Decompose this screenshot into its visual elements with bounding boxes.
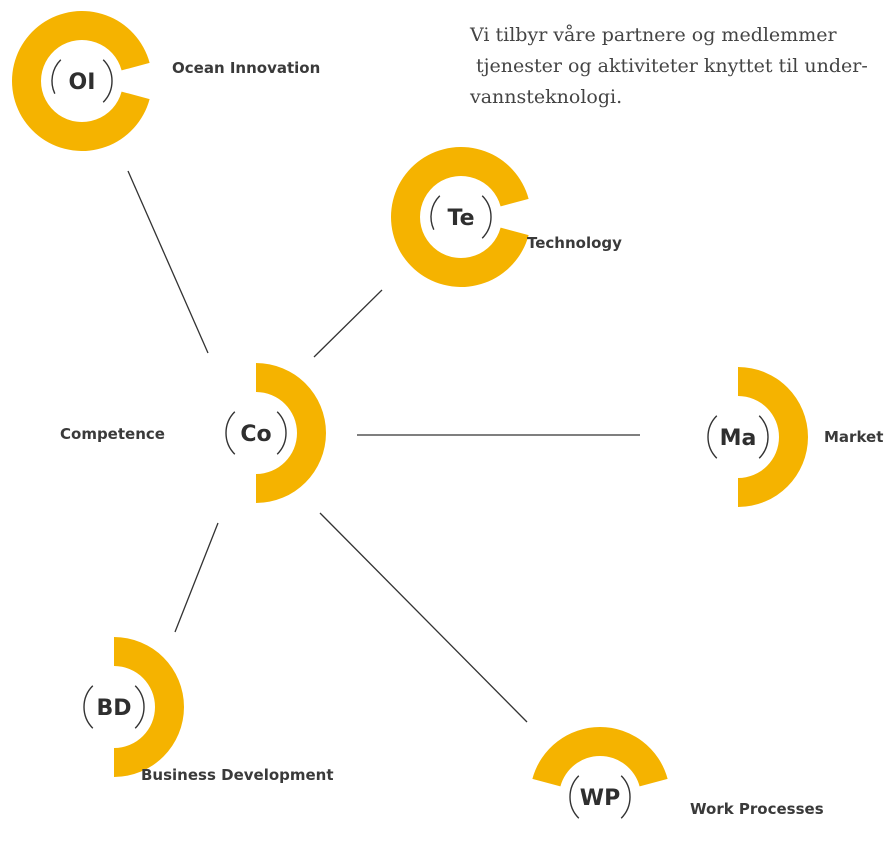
ring-arc-competence [256, 363, 326, 503]
node-market: Ma [707, 367, 808, 507]
label-ocean-innovation: Ocean Innovation [172, 59, 321, 77]
abbr-work-processes: WP [580, 786, 620, 811]
ring-arc-market [738, 367, 808, 507]
ring-arc-ocean-innovation [12, 11, 150, 152]
abbr-business-development: BD [96, 696, 131, 721]
inner-arc-market-0 [707, 415, 718, 459]
edge-competence-to-business-development [174, 522, 219, 633]
node-competence: Co [225, 363, 326, 503]
inner-arc-ocean-innovation-1 [102, 59, 113, 103]
abbr-market: Ma [720, 426, 757, 451]
inner-arc-technology-0 [430, 195, 441, 230]
intro-line-1: Vi tilbyr våre partnere og medlemmer [470, 24, 837, 46]
abbr-technology: Te [447, 206, 474, 231]
connector-lines [127, 170, 640, 723]
label-technology: Technology [527, 234, 622, 252]
intro-line-2: tjenester og aktiviteter knyttet til und… [476, 55, 868, 77]
label-market: Market [824, 428, 884, 446]
inner-arc-work-processes-0 [569, 775, 580, 819]
inner-arc-competence-0 [225, 411, 236, 455]
inner-arc-competence-1 [276, 411, 287, 455]
node-ocean-innovation: OI [12, 11, 150, 152]
inner-arc-market-1 [758, 415, 769, 459]
edge-competence-to-work-processes [319, 512, 528, 723]
ring-arc-work-processes [532, 727, 668, 787]
ring-arc-business-development [114, 637, 184, 777]
inner-arc-business-development-0 [83, 685, 94, 729]
intro-line-3: vannsteknologi. [470, 86, 623, 108]
label-business-development: Business Development [141, 766, 334, 784]
inner-arc-work-processes-1 [620, 775, 631, 819]
edge-competence-to-ocean-innovation [127, 170, 209, 354]
abbr-competence: Co [240, 422, 271, 447]
ring-arc-technology [391, 146, 529, 287]
abbr-ocean-innovation: OI [69, 70, 96, 95]
node-work-processes: WP [532, 727, 668, 819]
node-business-development: BD [83, 637, 184, 777]
inner-arc-business-development-1 [134, 685, 145, 729]
intro-text: Vi tilbyr våre partnere og medlemmer tje… [470, 20, 885, 113]
label-work-processes: Work Processes [690, 800, 824, 818]
node-technology: Te [391, 146, 529, 287]
inner-arc-technology-1 [481, 195, 492, 239]
label-competence: Competence [60, 425, 165, 443]
edge-competence-to-technology [313, 289, 383, 358]
inner-arc-ocean-innovation-0 [51, 59, 62, 94]
